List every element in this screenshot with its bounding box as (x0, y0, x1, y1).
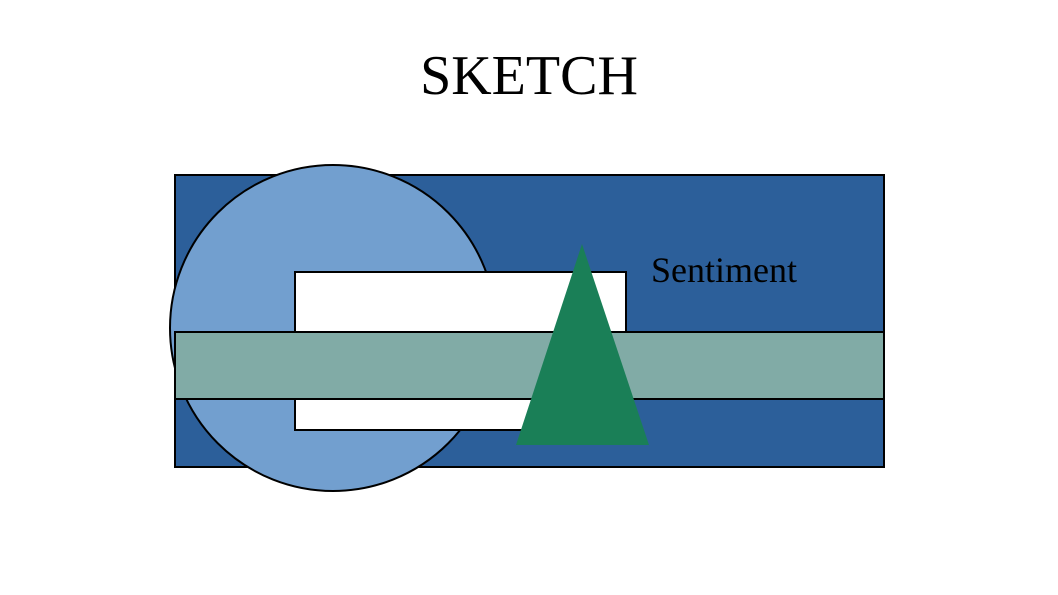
triangle-shape (516, 244, 649, 445)
horizontal-band (174, 331, 885, 400)
sentiment-label: Sentiment (651, 250, 797, 290)
slide-title: SKETCH (420, 45, 638, 107)
